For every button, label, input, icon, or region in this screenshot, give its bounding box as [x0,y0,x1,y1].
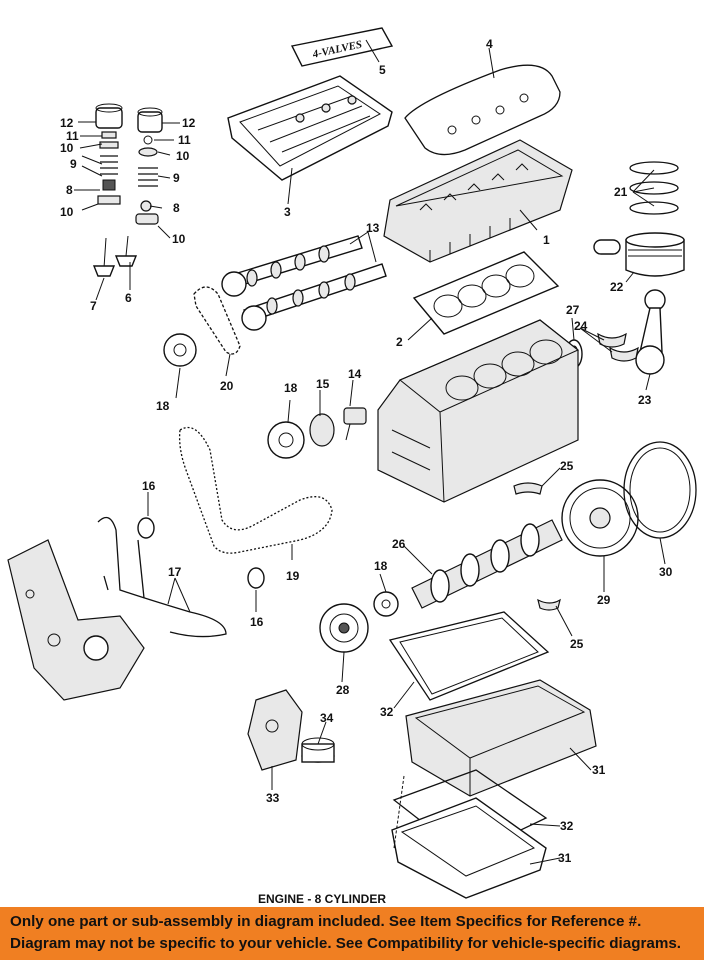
callout-8-right: 8 [173,201,180,215]
callout-20: 20 [220,379,234,393]
callout-15: 15 [316,377,330,391]
callout-27: 27 [566,303,580,317]
part-valvetrain-left [95,103,123,205]
callout-labels: 1 2 3 4 5 6 7 8 8 9 9 10 10 10 10 11 11 … [60,37,673,865]
callout-23: 23 [638,393,652,407]
callout-5: 5 [379,63,386,77]
callout-4: 4 [486,37,493,51]
part-oil-pump [247,689,303,771]
part-valves [92,235,138,277]
callout-30: 30 [659,565,673,579]
part-head-gasket [412,251,560,335]
callout-7: 7 [90,299,97,313]
callout-8-left: 8 [66,183,73,197]
callout-31-upper: 31 [592,763,606,777]
callout-13: 13 [366,221,380,235]
callout-16-upper: 16 [142,479,156,493]
callout-10-left-a: 10 [60,141,74,155]
part-idler-assembly [267,407,367,459]
callout-17: 17 [168,565,182,579]
part-flexplate [561,479,639,557]
callout-25-upper: 25 [560,459,574,473]
callout-33: 33 [266,791,280,805]
callout-19: 19 [286,569,300,583]
callout-25-lower: 25 [570,637,584,651]
part-harmonic-damper [319,603,369,653]
part-rod-bearings [597,332,639,362]
callout-14: 14 [348,367,362,381]
callout-28: 28 [336,683,350,697]
callout-24: 24 [574,319,588,333]
callout-11-right: 11 [178,133,191,147]
callout-11-left: 11 [66,129,79,143]
callout-9-right: 9 [173,171,180,185]
callout-34: 34 [320,711,334,725]
part-oil-pan-gasket-upper [388,611,550,701]
part-valve-cover-gasket [404,64,561,156]
callout-29: 29 [597,593,611,607]
callout-18-left: 18 [156,399,170,413]
diagram-caption: ENGINE - 8 CYLINDER [258,892,386,906]
callout-1: 1 [543,233,550,247]
callout-12-right: 12 [182,116,196,130]
disclaimer-line-1: Only one part or sub-assembly in diagram… [10,913,642,930]
callout-3: 3 [284,205,291,219]
callout-18-lower: 18 [374,559,388,573]
part-timing-cover [7,539,145,701]
part-crankshaft [411,519,563,609]
callout-18-top: 18 [284,381,298,395]
callout-12-left: 12 [60,116,74,130]
part-cylinder-head [383,139,573,263]
callout-lines [74,39,666,865]
part-seal-16 [137,517,265,589]
callout-6: 6 [125,291,132,305]
part-main-bearings [513,482,561,611]
callout-31-lower: 31 [558,851,572,865]
part-timing-belt [178,426,333,554]
part-timing-chain [193,286,241,355]
part-valvetrain-right [135,107,163,225]
disclaimer-banner: Only one part or sub-assembly in diagram… [0,907,704,960]
part-piston [593,232,685,277]
part-cam-gear-upper [163,333,197,367]
callout-32-lower: 32 [560,819,574,833]
part-engine-block [377,319,579,503]
part-oil-pan-upper [405,679,597,797]
callout-9-left: 9 [70,157,77,171]
part-piston-rings [629,161,679,215]
part-connecting-rod [635,289,666,375]
callout-10-right-b: 10 [172,232,186,246]
callout-16-lower: 16 [250,615,264,629]
callout-22: 22 [610,280,624,294]
callout-21: 21 [614,185,628,199]
part-valve-cover-left [227,75,393,181]
callout-10-left-b: 10 [60,205,74,219]
part-camshafts [221,235,387,331]
part-ring-gear [623,441,697,539]
part-oil-pan-lower [391,797,547,899]
callout-2: 2 [396,335,403,349]
callout-32-upper: 32 [380,705,394,719]
part-nameplate: 4-VALVES [290,27,394,67]
disclaimer-line-2: Diagram may not be specific to your vehi… [10,935,681,952]
part-crank-gear [373,591,399,617]
callout-26: 26 [392,537,406,551]
callout-10-right-a: 10 [176,149,190,163]
part-oil-filter [301,737,335,763]
